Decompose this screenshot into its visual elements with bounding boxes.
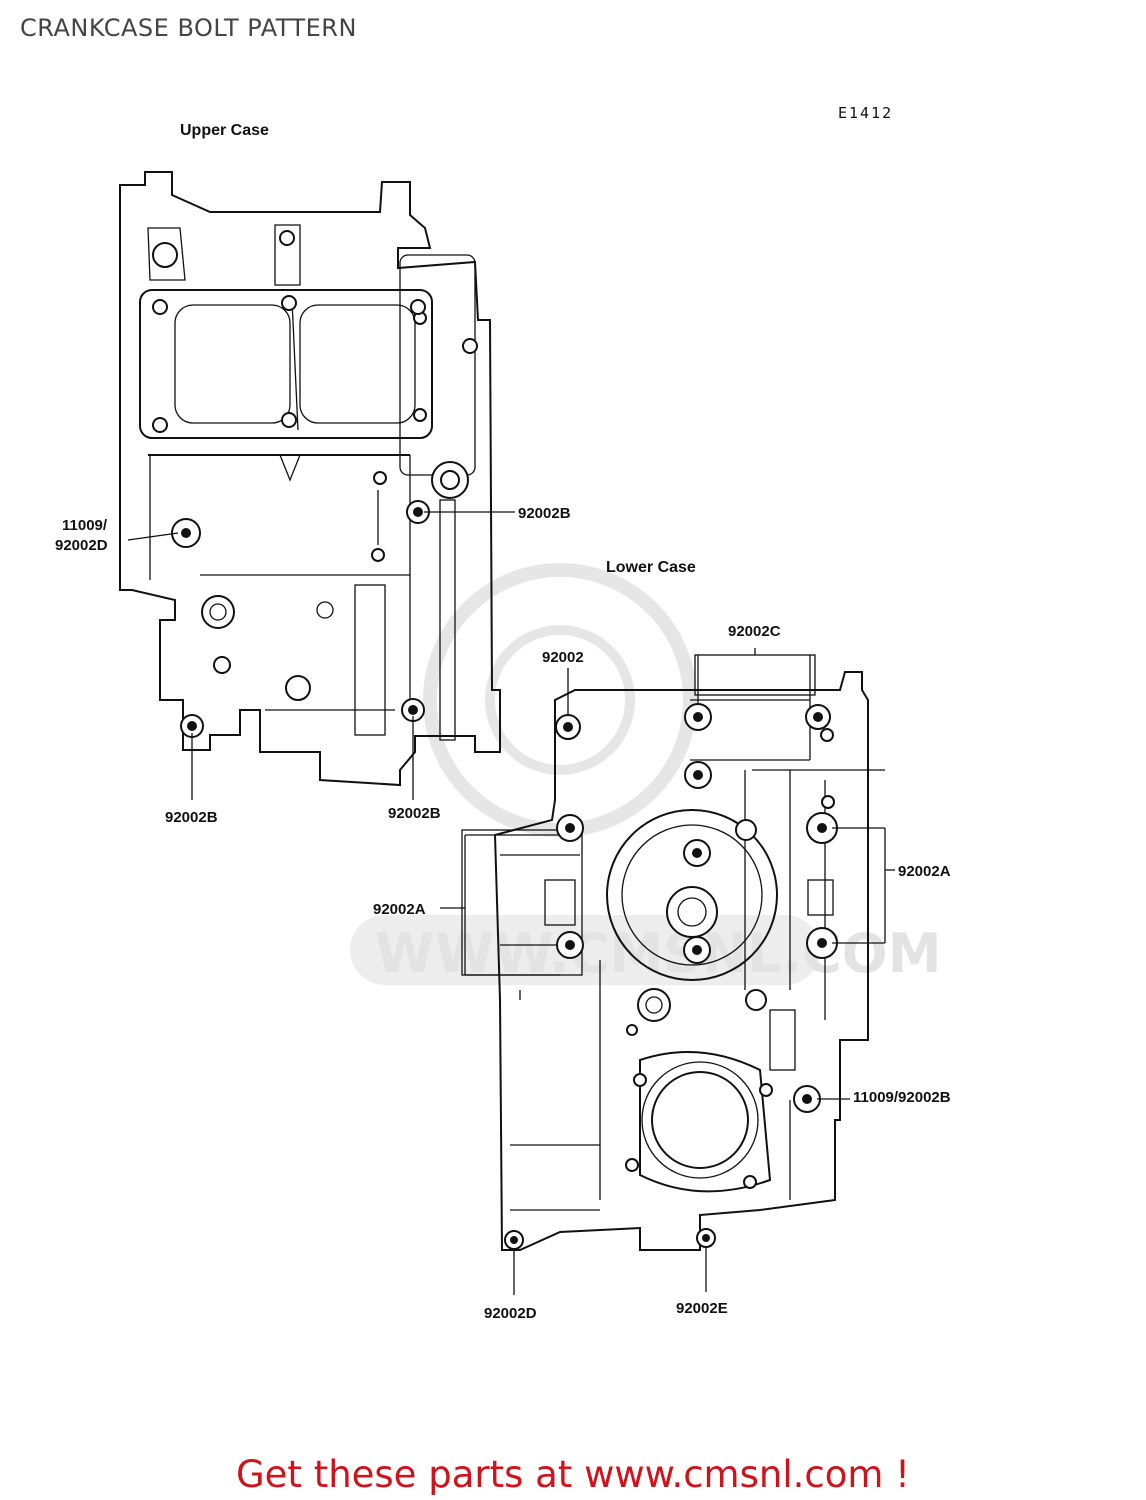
lower-case-leaders: [440, 655, 895, 1295]
callout-lower-92002: 92002: [542, 649, 584, 666]
cta-link[interactable]: Get these parts at www.cmsnl.com !: [235, 1453, 910, 1496]
lower-case-title: Lower Case: [606, 559, 696, 576]
callout-lower-11009-92002b: 11009/92002B: [853, 1089, 951, 1106]
callout-upper-92002b-bottom: 92002B: [388, 805, 441, 822]
callout-upper-92002b-left: 92002B: [165, 809, 218, 826]
watermark-text: WWW.CMSNL.COM: [375, 922, 941, 985]
callout-lower-92002e: 92002E: [676, 1300, 728, 1317]
upper-case-drawing: [119, 171, 501, 787]
callout-upper-92002b-right: 92002B: [518, 505, 571, 522]
callout-upper-11009: 11009/: [62, 517, 108, 534]
callout-upper-92002d: 92002D: [55, 537, 108, 554]
figure-code: E1412: [838, 104, 893, 122]
callout-lower-92002a-right: 92002A: [898, 863, 951, 880]
callout-lower-92002d: 92002D: [484, 1305, 537, 1322]
callout-lower-92002a-left: 92002A: [373, 901, 426, 918]
page-title: CRANKCASE BOLT PATTERN: [20, 14, 357, 42]
upper-case-title: Upper Case: [180, 122, 269, 139]
upper-case-leaders: [127, 511, 515, 800]
watermark: WWW.CMSNL.COM: [350, 563, 941, 985]
callout-lower-92002c: 92002C: [728, 623, 781, 640]
lower-case-drawing: [461, 648, 869, 1251]
